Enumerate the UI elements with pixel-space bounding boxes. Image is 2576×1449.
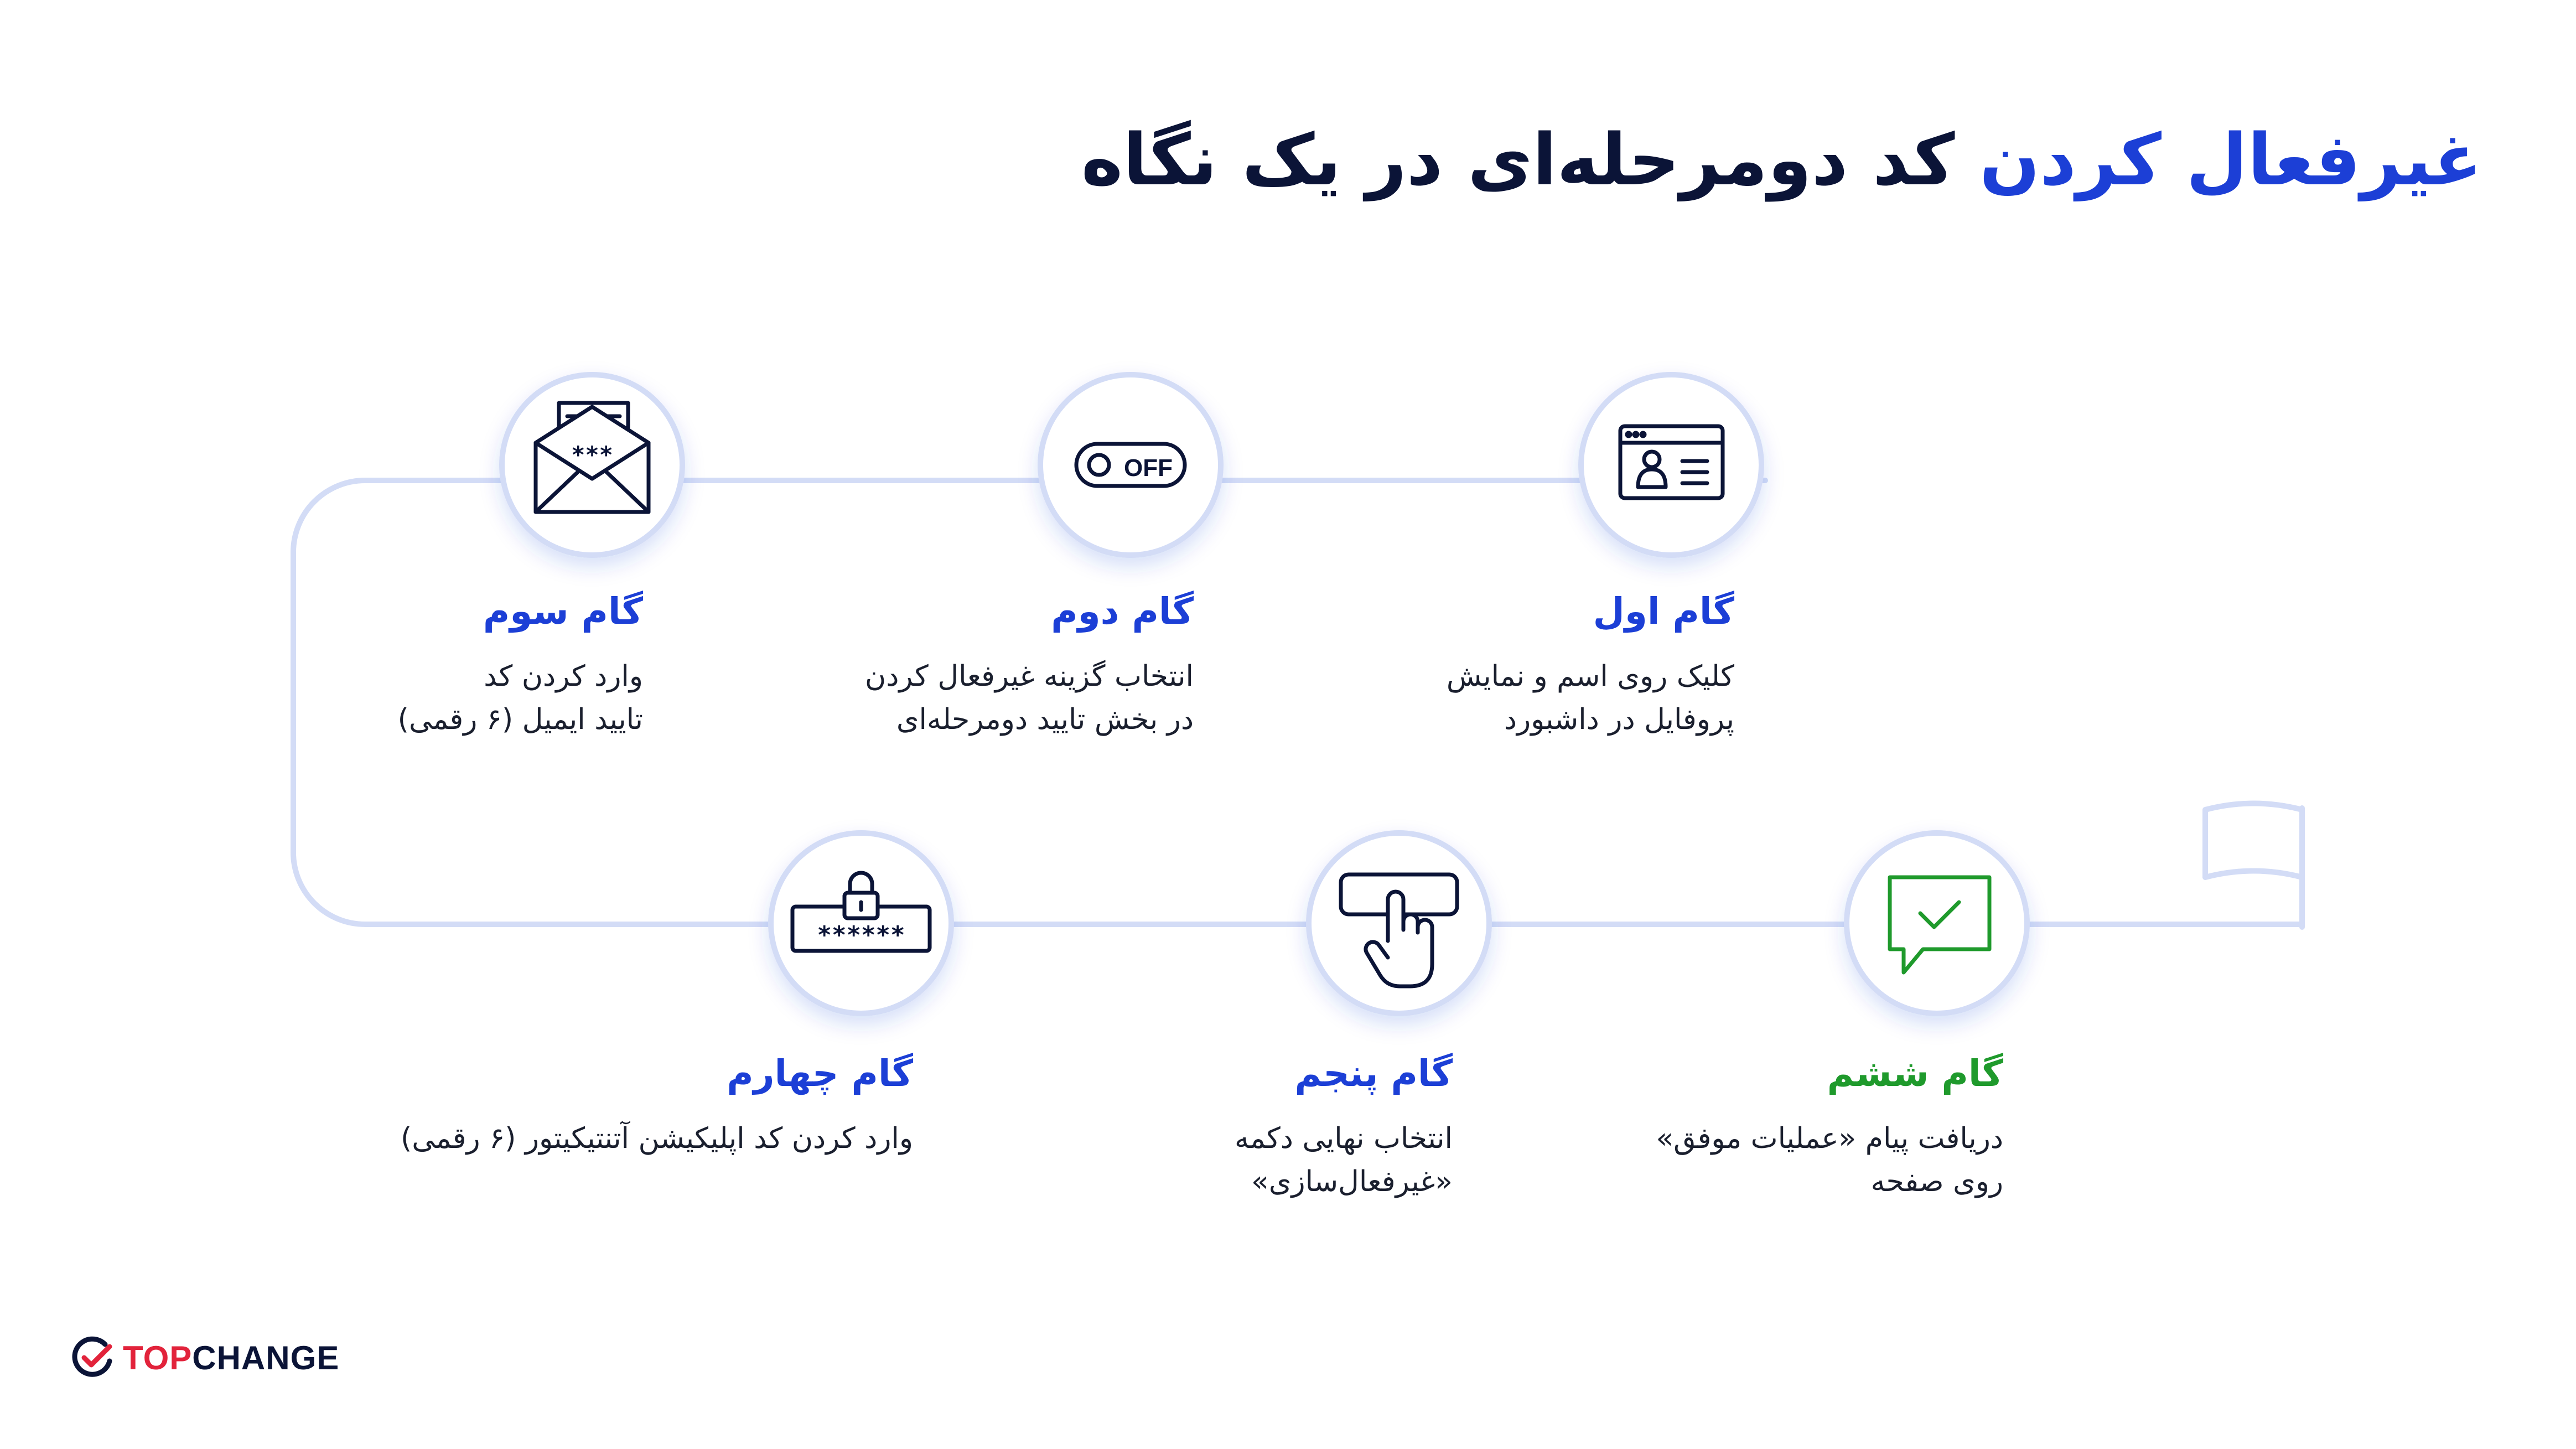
step-5-heading: گام پنجم: [1294, 1052, 1453, 1095]
step-1-line-2: پروفایل در داشبورد: [1504, 703, 1734, 736]
step-5: گام پنجم انتخاب نهایی دکمه «غیرفعال‌سازی…: [955, 1052, 1453, 1203]
email-code-label: ***: [571, 441, 613, 468]
step-4-heading: گام چهارم: [727, 1052, 913, 1095]
success-message-icon: [1888, 875, 1992, 975]
step-4-node: ******: [768, 830, 954, 1016]
step-3-line-2: تایید ایمیل (۶ رقمی): [397, 703, 643, 736]
step-6-line-2: روی صفحه: [1870, 1165, 2003, 1198]
step-1: گام اول کلیک روی اسم و نمایش پروفایل در …: [1236, 589, 1734, 741]
step-2-line-1: انتخاب گزینه غیرفعال کردن: [865, 660, 1194, 693]
step-3-node: ***: [499, 372, 685, 558]
toggle-off-label: OFF: [1124, 454, 1173, 482]
brand-name-rest: CHANGE: [192, 1339, 340, 1376]
step-4-line-1: وارد کردن کد اپلیکیشن آتنتیکیتور (۶ رقمی…: [400, 1122, 913, 1155]
password-dots-label: ******: [817, 921, 905, 949]
step-2-line-2: در بخش تایید دومرحله‌ای: [896, 703, 1194, 736]
step-2-heading: گام دوم: [1051, 590, 1194, 633]
step-5-node: [1306, 830, 1492, 1016]
step-6-line-1: دریافت پیام «عملیات موفق»: [1656, 1122, 2003, 1155]
toggle-off-icon: OFF: [1074, 442, 1187, 488]
title-highlight: غیرفعال کردن: [1979, 119, 2482, 201]
finish-flag-icon: [2202, 800, 2305, 930]
step-6: گام ششم دریافت پیام «عملیات موفق» روی صف…: [1505, 1052, 2003, 1203]
brand-logo: TOPCHANGE: [71, 1333, 339, 1383]
step-3: گام سوم وارد کردن کد تایید ایمیل (۶ رقمی…: [145, 589, 643, 741]
step-6-heading: گام ششم: [1827, 1052, 2003, 1095]
step-4-description: وارد کردن کد اپلیکیشن آتنتیکیتور (۶ رقمی…: [304, 1117, 913, 1160]
profile-window-icon: [1618, 424, 1725, 500]
step-3-heading: گام سوم: [483, 590, 643, 633]
step-2: گام دوم انتخاب گزینه غیرفعال کردن در بخش…: [696, 589, 1194, 741]
step-2-description: انتخاب گزینه غیرفعال کردن در بخش تایید د…: [696, 655, 1194, 741]
step-1-description: کلیک روی اسم و نمایش پروفایل در داشبورد: [1236, 655, 1734, 741]
step-1-line-1: کلیک روی اسم و نمایش: [1446, 660, 1734, 693]
step-6-node: [1844, 830, 2030, 1016]
click-button-icon: [1339, 872, 1459, 989]
email-code-icon: [533, 401, 651, 514]
check-circle-logo-icon: [72, 1336, 112, 1377]
step-3-line-1: وارد کردن کد: [484, 660, 643, 693]
step-2-node: OFF: [1038, 372, 1224, 558]
step-6-description: دریافت پیام «عملیات موفق» روی صفحه: [1505, 1117, 2003, 1203]
page-title: غیرفعال کردن کد دومرحله‌ای در یک نگاه: [1081, 116, 2482, 205]
step-5-line-2: «غیرفعال‌سازی»: [1251, 1165, 1453, 1198]
title-rest: کد دومرحله‌ای در یک نگاه: [1081, 119, 1955, 201]
brand-name-accent: TOP: [123, 1339, 193, 1376]
step-1-heading: گام اول: [1593, 590, 1734, 633]
brand-name: TOPCHANGE: [123, 1339, 339, 1377]
route-path: [291, 478, 2305, 927]
step-3-description: وارد کردن کد تایید ایمیل (۶ رقمی): [145, 655, 643, 741]
step-5-description: انتخاب نهایی دکمه «غیرفعال‌سازی»: [955, 1117, 1453, 1203]
step-4: گام چهارم وارد کردن کد اپلیکیشن آتنتیکیت…: [304, 1052, 913, 1160]
step-1-node: [1578, 372, 1764, 558]
step-5-line-1: انتخاب نهایی دکمه: [1235, 1122, 1453, 1155]
lock-password-icon: [790, 871, 932, 953]
